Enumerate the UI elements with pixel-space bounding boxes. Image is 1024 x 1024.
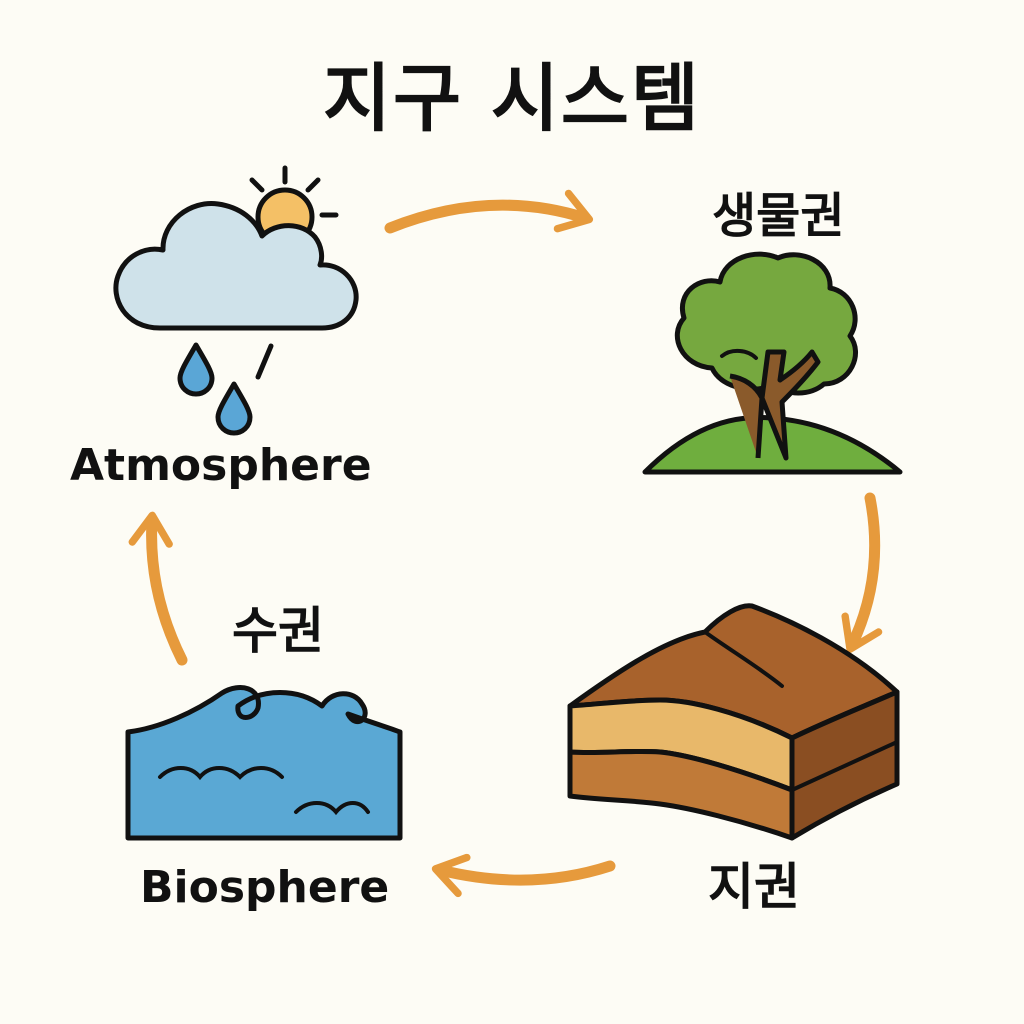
- cloud-sun-rain-icon: [116, 168, 356, 433]
- label-geosphere: 지권: [708, 862, 800, 912]
- cycle-arrow-geosphere-to-hydrosphere: [440, 866, 610, 880]
- tree-icon: [645, 254, 900, 472]
- label-atmosphere: Atmosphere: [70, 444, 372, 488]
- water-body: [128, 688, 400, 838]
- raindrop-icon: [180, 345, 212, 394]
- cycle-arrow-hydrosphere-to-atmosphere: [152, 520, 182, 660]
- label-biosphere: 생물권: [712, 192, 844, 240]
- cloud-icon: [116, 204, 356, 328]
- label-hydrosphere-english: Biosphere: [140, 866, 389, 910]
- page-title: 지구 시스템: [0, 62, 1024, 136]
- rock-layers-icon: [570, 606, 897, 838]
- cycle-arrow-atmosphere-to-biosphere: [390, 205, 585, 228]
- label-hydrosphere: 수권: [232, 606, 324, 656]
- cycle-arrow-biosphere-to-geosphere: [852, 498, 875, 645]
- rain-streak: [258, 346, 271, 377]
- ocean-wave-icon: [128, 688, 400, 838]
- raindrop-icon: [218, 384, 250, 433]
